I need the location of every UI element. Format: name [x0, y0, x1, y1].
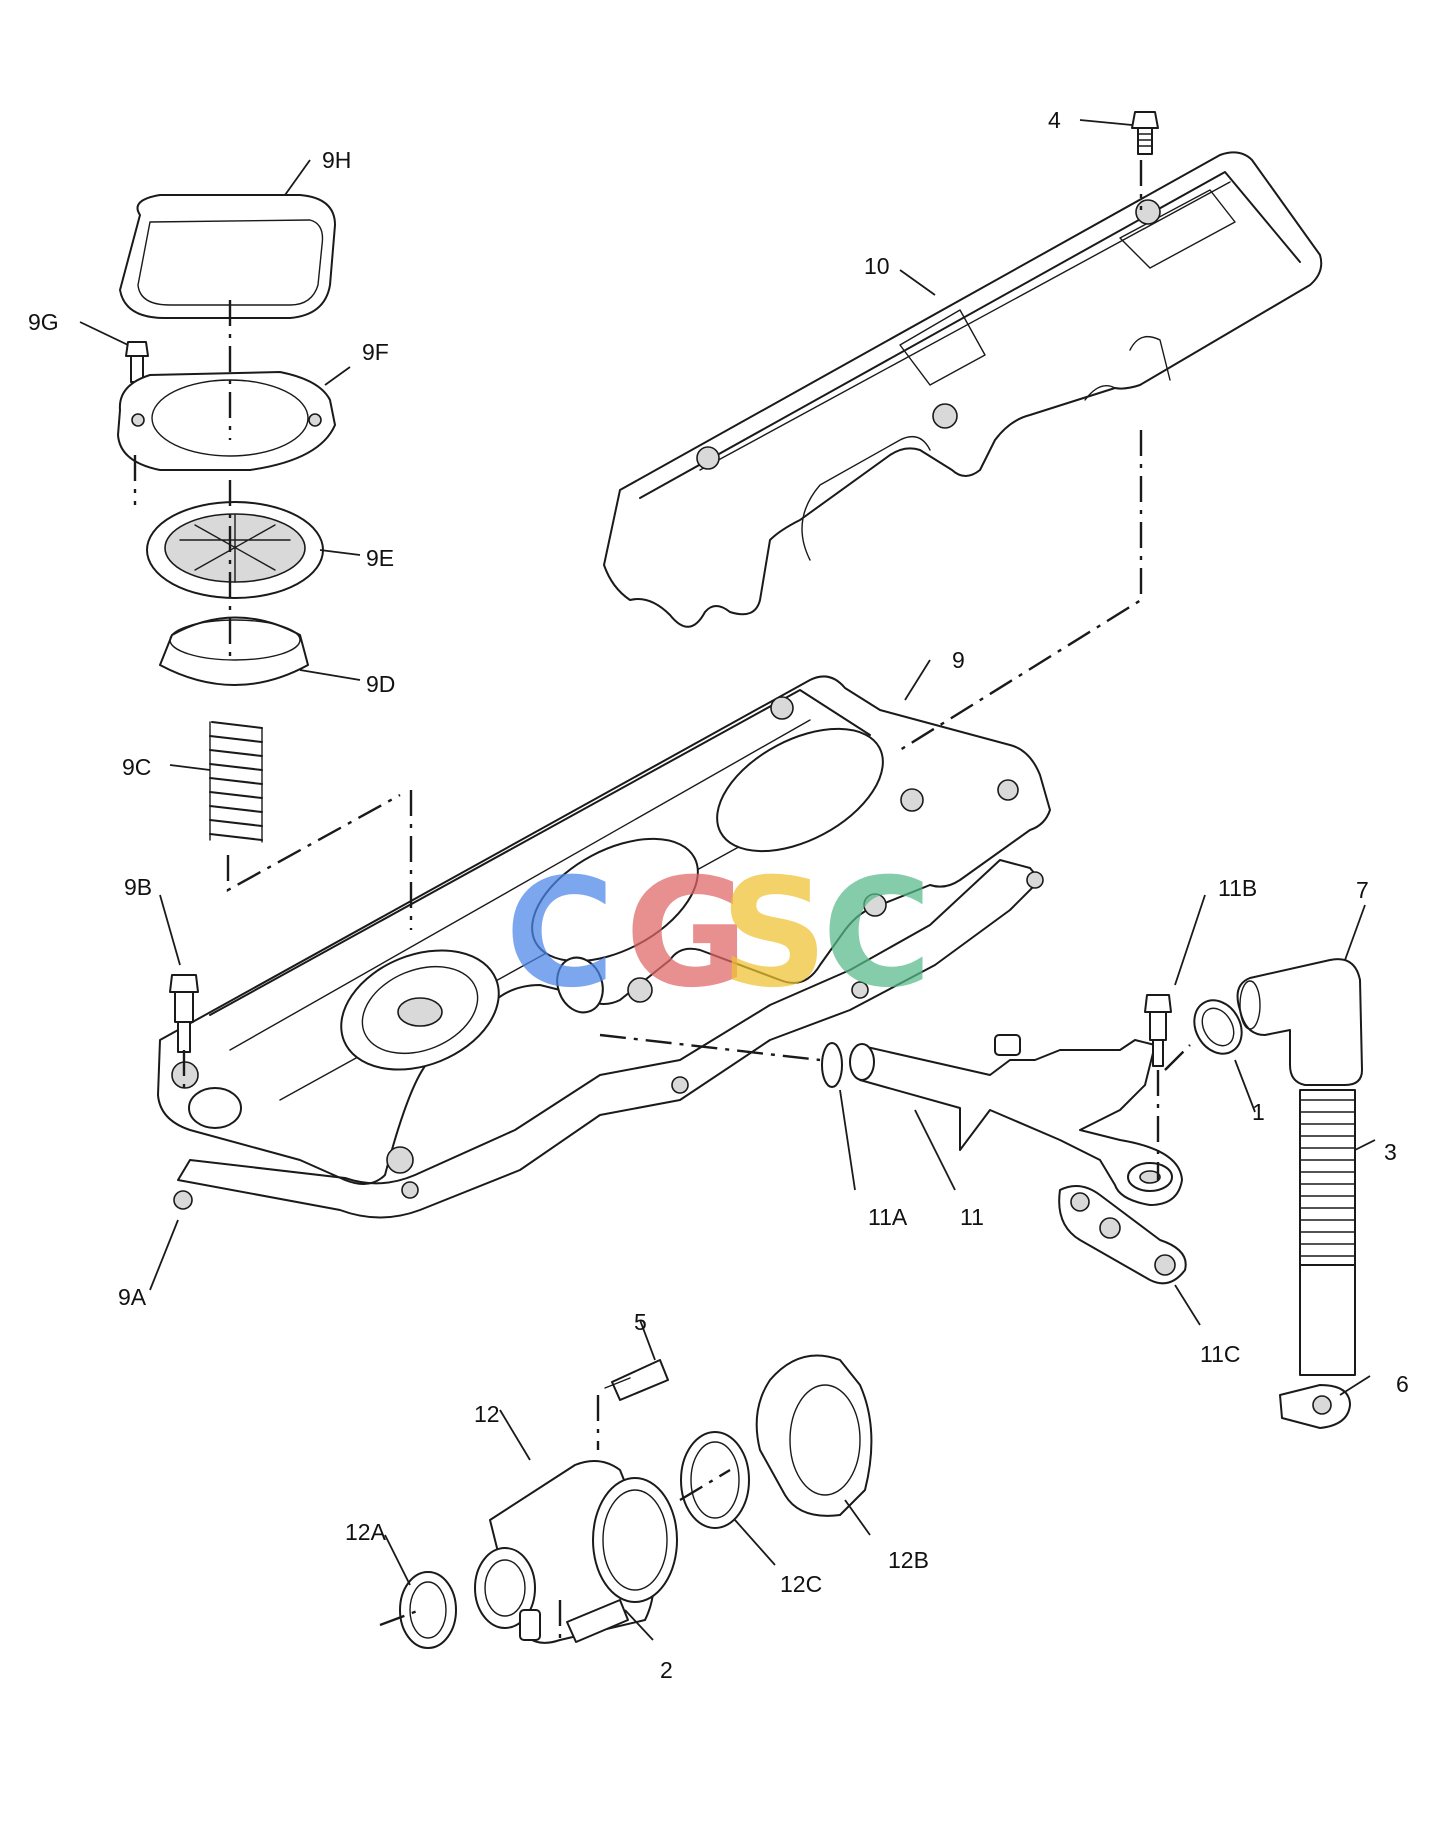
watermark-logo: C G S C [505, 847, 932, 1021]
part-9f-flange-plate [117, 371, 336, 471]
label-2: 2 [660, 1657, 673, 1683]
part-11a-seal-ring [821, 1042, 843, 1088]
watermark-letter-c2: C [822, 847, 932, 1021]
part-7-elbow-hose [1236, 958, 1363, 1086]
label-11c: 11C [1200, 1341, 1241, 1367]
part-12b-filler-cap [755, 1354, 873, 1517]
part-3-corrugated-hose [1299, 1089, 1356, 1376]
watermark-letter-g: G [625, 847, 748, 1021]
label-9h: 9H [322, 147, 351, 173]
part-10-valve-cover [603, 151, 1323, 628]
part-5-bolt [604, 1359, 669, 1401]
part-9g-screw [125, 341, 149, 383]
label-6: 6 [1396, 1371, 1409, 1397]
assembly-lines [133, 160, 1191, 1640]
label-9a: 9A [118, 1284, 147, 1310]
label-9f: 9F [362, 339, 389, 365]
label-9b: 9B [124, 874, 152, 900]
label-3: 3 [1384, 1139, 1397, 1165]
label-9d: 9D [366, 671, 395, 697]
label-11b: 11B [1218, 875, 1257, 901]
label-12a: 12A [345, 1519, 387, 1545]
part-1-clamp [1193, 999, 1243, 1055]
part-9d-cup [159, 616, 309, 686]
label-7: 7 [1356, 877, 1369, 903]
label-12c: 12C [780, 1571, 822, 1597]
label-9: 9 [952, 647, 965, 673]
label-1: 1 [1252, 1099, 1265, 1125]
label-9c: 9C [122, 754, 151, 780]
label-10: 10 [864, 253, 890, 279]
part-9e-diaphragm [146, 501, 324, 599]
label-12b: 12B [888, 1547, 929, 1573]
leader-lines [79, 119, 1376, 1641]
label-11: 11 [960, 1204, 984, 1230]
part-9h-cap [119, 194, 336, 319]
part-4-bolt [1131, 111, 1159, 155]
label-4: 4 [1048, 107, 1061, 133]
watermark-letter-c1: C [505, 847, 615, 1021]
label-5: 5 [634, 1309, 647, 1335]
part-2-bolt [566, 1599, 629, 1643]
part-11c-gasket [1058, 1185, 1187, 1285]
part-12c-seal [680, 1431, 750, 1529]
part-12-filler-neck [474, 1460, 678, 1644]
label-9e: 9E [366, 545, 394, 571]
callout-labels: 9H 9G 9F 9E 9D 9C 9B 9A 4 10 9 11B 7 1 3… [28, 107, 1409, 1683]
label-12: 12 [474, 1401, 500, 1427]
part-6-clip [1279, 1384, 1351, 1429]
part-9a-gasket [173, 859, 1044, 1219]
part-11b-bolt [1144, 994, 1172, 1067]
label-9g: 9G [28, 309, 59, 335]
part-11-breather-tube [849, 1034, 1183, 1206]
label-11a: 11A [868, 1204, 908, 1230]
part-12a-seal [399, 1571, 457, 1649]
part-9-rocker-cover [157, 675, 1051, 1185]
watermark-letter-s: S [720, 847, 828, 1021]
part-9c-spring [209, 721, 263, 843]
